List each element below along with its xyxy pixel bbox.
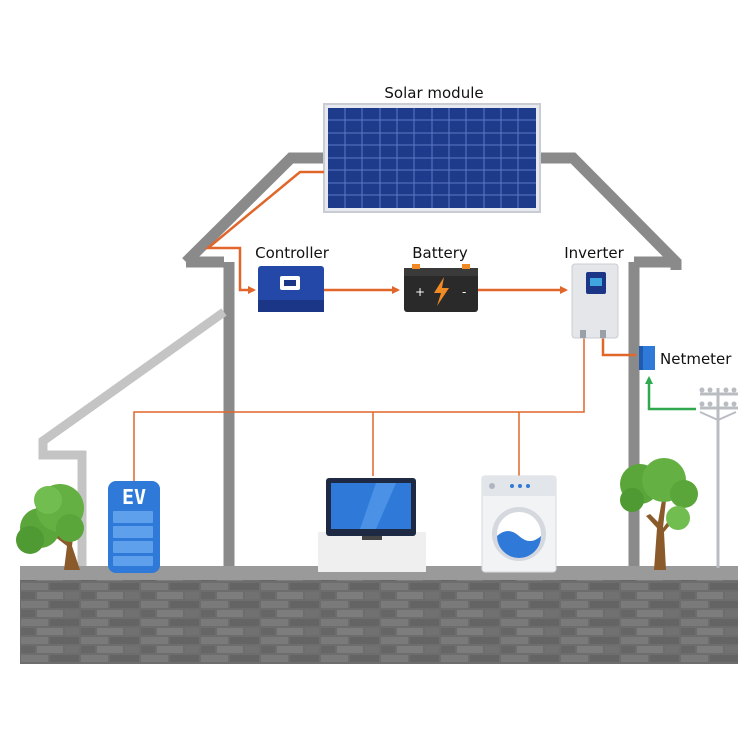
netmeter-label: Netmeter bbox=[660, 350, 732, 368]
ev-charger-icon bbox=[108, 481, 160, 573]
netmeter-icon bbox=[639, 346, 655, 370]
ground-line bbox=[20, 566, 738, 580]
tree-icon bbox=[16, 484, 84, 570]
ev-label: EV bbox=[122, 485, 146, 509]
battery-minus-sign: - bbox=[462, 285, 466, 299]
battery-label: Battery bbox=[412, 244, 468, 262]
house-wiring bbox=[133, 338, 585, 482]
inverter-to-netmeter-line bbox=[601, 338, 636, 357]
tree-icon bbox=[620, 458, 698, 570]
washing-machine-icon bbox=[481, 475, 557, 573]
battery-plus-sign: + bbox=[415, 285, 425, 299]
inverter-icon bbox=[571, 263, 619, 339]
solar-module-label: Solar module bbox=[384, 84, 483, 102]
stone-foundation bbox=[20, 580, 738, 664]
tv-icon bbox=[318, 478, 426, 572]
grid-to-netmeter-line bbox=[645, 376, 696, 411]
solar-panel-icon bbox=[323, 103, 541, 213]
inverter-label: Inverter bbox=[564, 244, 624, 262]
charge-controller-icon bbox=[258, 266, 324, 312]
controller-label: Controller bbox=[255, 244, 330, 262]
annex-roof bbox=[38, 308, 227, 572]
battery-icon bbox=[404, 264, 478, 312]
power-flow-lines bbox=[204, 170, 636, 357]
house-outline bbox=[38, 152, 682, 572]
main-roof-outer bbox=[182, 152, 324, 266]
panel-to-controller-line bbox=[204, 170, 324, 294]
power-pole-icon bbox=[699, 387, 738, 568]
